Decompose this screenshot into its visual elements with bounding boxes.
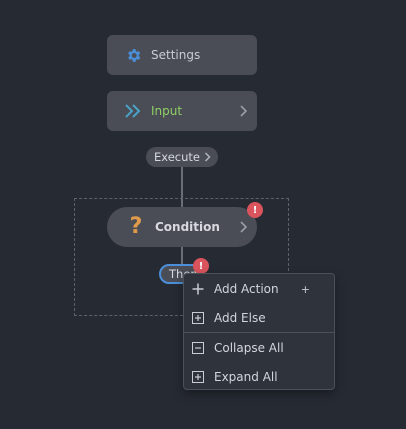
chevron-right-icon[interactable]	[237, 219, 249, 235]
error-badge-icon: !	[193, 258, 209, 274]
plus-box-icon	[192, 312, 204, 324]
error-badge-icon: !	[247, 202, 263, 218]
menu-item-expand-all[interactable]: Expand All	[184, 363, 334, 391]
chevron-right-icon[interactable]	[237, 103, 249, 119]
menu-separator	[184, 332, 334, 333]
input-node[interactable]: Input	[107, 91, 257, 131]
menu-item-collapse-all[interactable]: Collapse All	[184, 334, 334, 362]
condition-node[interactable]: ? Condition	[107, 207, 257, 247]
settings-label: Settings	[151, 48, 201, 62]
settings-node[interactable]: Settings	[107, 35, 257, 75]
question-mark-icon: ?	[129, 214, 143, 239]
connector-line	[181, 246, 183, 264]
connector-line	[181, 166, 183, 209]
menu-item-label: Expand All	[214, 370, 278, 384]
chevron-right-icon[interactable]	[202, 151, 212, 163]
menu-item-add-action[interactable]: Add Action +	[184, 275, 334, 303]
gear-icon	[124, 46, 142, 64]
menu-item-add-else[interactable]: Add Else	[184, 304, 334, 332]
input-label: Input	[151, 104, 183, 118]
menu-item-label: Collapse All	[214, 341, 284, 355]
execute-pill[interactable]: Execute	[146, 147, 218, 167]
condition-label: Condition	[155, 220, 220, 234]
menu-item-shortcut: +	[300, 282, 310, 296]
selection-outline	[74, 198, 289, 316]
plus-icon	[192, 283, 204, 295]
minus-box-icon	[192, 342, 204, 354]
double-chevron-right-icon	[124, 102, 142, 120]
menu-item-label: Add Action	[214, 282, 279, 296]
execute-label: Execute	[154, 150, 200, 164]
menu-item-label: Add Else	[214, 311, 266, 325]
plus-box-icon	[192, 371, 204, 383]
context-menu: Add Action + Add Else Collapse All	[183, 273, 335, 390]
